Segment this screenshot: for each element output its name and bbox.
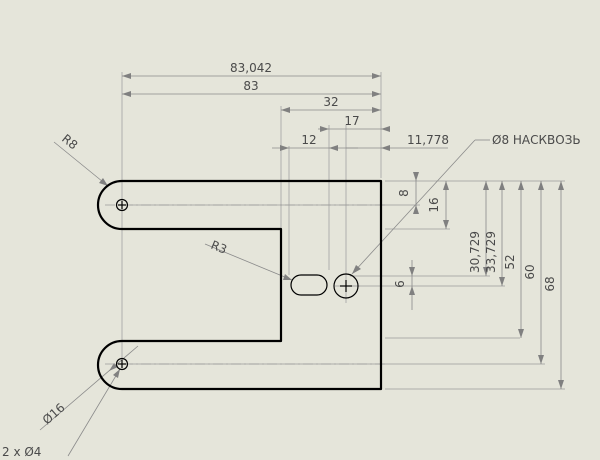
arrow-icon xyxy=(413,172,419,181)
arrow-icon xyxy=(538,355,544,364)
arrow-icon xyxy=(122,91,131,97)
hole-d4-top xyxy=(115,198,129,212)
arrow-icon xyxy=(283,274,292,280)
arrow-icon xyxy=(483,267,489,276)
arrow-icon xyxy=(372,107,381,113)
hole-note-label: Ø8 НАСКВОЗЬ xyxy=(492,133,581,147)
dim-label-33-729: 33,729 xyxy=(484,231,498,273)
arrow-icon xyxy=(122,73,131,79)
horizontal-dimensions: 83,042 83 32 17 12 11,778 xyxy=(122,61,449,151)
arrow-icon xyxy=(499,277,505,286)
dim-label-60: 60 xyxy=(523,264,537,279)
arrow-icon xyxy=(113,369,120,378)
arrow-icon xyxy=(499,181,505,190)
dim-label-11-778: 11,778 xyxy=(407,133,449,147)
dim-label-8: 8 xyxy=(397,189,411,197)
arrow-icon xyxy=(320,126,329,132)
arrow-icon xyxy=(483,181,489,190)
arrow-icon xyxy=(558,181,564,190)
dim-label-17: 17 xyxy=(344,114,359,128)
arrow-icon xyxy=(372,73,381,79)
arrow-icon xyxy=(558,380,564,389)
part-outline xyxy=(96,179,383,391)
hole-d8-through xyxy=(333,273,359,299)
dim-label-12: 12 xyxy=(301,133,316,147)
arrow-icon xyxy=(99,178,108,186)
arrow-icon xyxy=(280,145,289,151)
dim-label-83-042: 83,042 xyxy=(230,61,272,75)
r3-leader xyxy=(204,243,293,281)
r3-label: R3 xyxy=(209,238,229,257)
dim-label-6: 6 xyxy=(393,280,407,288)
dim-label-68: 68 xyxy=(543,276,557,291)
arrow-icon xyxy=(443,181,449,190)
arrow-icon xyxy=(109,363,118,371)
arrow-icon xyxy=(381,145,390,151)
extension-lines xyxy=(121,72,565,390)
arrow-icon xyxy=(413,205,419,214)
dim-label-83: 83 xyxy=(243,79,258,93)
arrow-icon xyxy=(352,265,361,274)
arrow-icon xyxy=(409,286,415,295)
arrow-icon xyxy=(329,145,338,151)
d16-label: Ø16 xyxy=(40,400,68,427)
slot xyxy=(290,274,328,296)
arrow-icon xyxy=(518,181,524,190)
arrow-icon xyxy=(443,220,449,229)
dim-label-52: 52 xyxy=(503,254,517,269)
arrow-icon xyxy=(381,126,390,132)
arrow-icon xyxy=(409,267,415,276)
arrow-icon xyxy=(281,107,290,113)
arrow-icon xyxy=(372,91,381,97)
dim-label-30-729: 30,729 xyxy=(468,231,482,273)
hole-note-leader xyxy=(351,139,476,275)
hole-d4-bottom xyxy=(115,357,129,371)
r8-leader xyxy=(53,141,109,187)
dim-label-32: 32 xyxy=(323,95,338,109)
holes-2x4-label: 2 x Ø4 xyxy=(2,445,41,459)
vertical-dimensions: 8 16 6 30,729 33,729 52 60 xyxy=(393,172,564,389)
arrow-icon xyxy=(538,181,544,190)
arrow-icon xyxy=(518,329,524,338)
dim-label-16: 16 xyxy=(427,197,441,212)
holes-2x4-leader xyxy=(67,368,121,457)
